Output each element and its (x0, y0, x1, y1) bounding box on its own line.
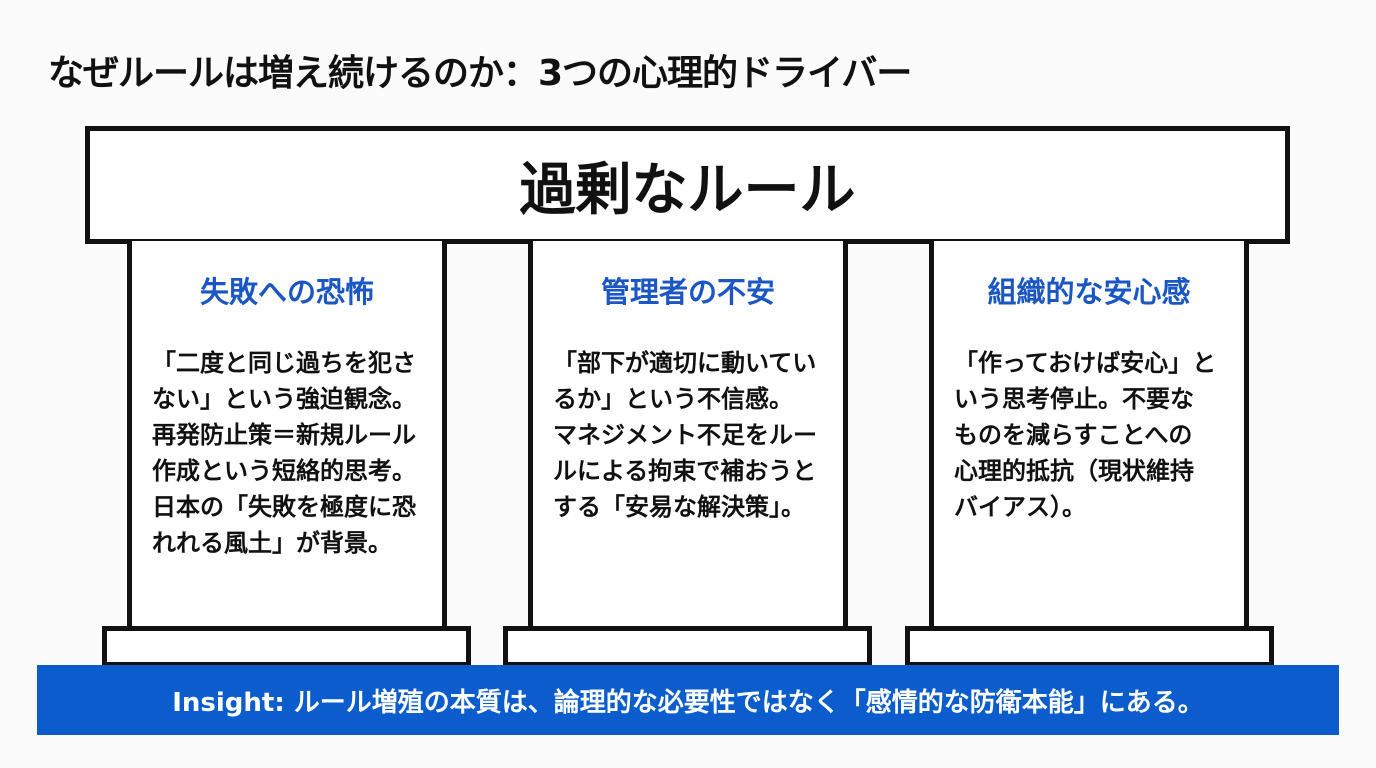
body-line: 日本の「失敗を極度に恐 (152, 493, 416, 521)
pillar-base (102, 626, 471, 667)
body-line: 再発防止策＝新規ルール (152, 421, 416, 449)
body-line: 「作っておけば安心」と (954, 349, 1217, 377)
body-line: する「安易な解決策」。 (553, 493, 805, 521)
slide-title: なぜルールは増え続けるのか：3つの心理的ドライバー (48, 53, 912, 94)
body-line: バイアス）。 (954, 493, 1086, 521)
pillar-base (905, 626, 1274, 667)
body-line: ルによる拘束で補おうと (553, 457, 817, 485)
insight-banner: Insight: ルール増殖の本質は、論理的な必要性ではなく「感情的な防衛本能」… (37, 665, 1339, 735)
body-line: ものを減らすことへの (954, 421, 1193, 449)
pillar-fear-of-failure: 失敗への恐怖 「二度と同じ過ちを犯さ ない」という強迫観念。 再発防止策＝新規ル… (127, 241, 447, 631)
pillar-body: 「部下が適切に動いてい るか」という不信感。 マネジメント不足をルー ルによる拘… (553, 345, 833, 525)
body-line: 心理的抵抗（現状維持 (954, 457, 1194, 485)
pillar-base (503, 626, 872, 667)
pillar-body: 「作っておけば安心」と いう思考停止。不要な ものを減らすことへの 心理的抵抗（… (954, 345, 1234, 525)
pillar-heading: 管理者の不安 (600, 275, 775, 309)
pillar-organizational-comfort: 組織的な安心感 「作っておけば安心」と いう思考停止。不要な ものを減らすことへ… (929, 241, 1249, 631)
body-line: マネジメント不足をルー (553, 421, 817, 449)
body-line: れれる風土」が背景。 (152, 529, 392, 557)
body-line: いう思考停止。不要な (954, 385, 1194, 413)
body-line: 「二度と同じ過ちを犯さ (152, 349, 416, 377)
body-line: ない」という強迫観念。 (152, 385, 416, 413)
body-line: 「部下が適切に動いてい (553, 349, 817, 377)
pillar-heading: 失敗への恐怖 (199, 275, 374, 309)
roof-excessive-rules: 過剰なルール (85, 126, 1290, 244)
pillar-manager-anxiety: 管理者の不安 「部下が適切に動いてい るか」という不信感。 マネジメント不足をル… (528, 241, 848, 631)
body-line: 作成という短絡的思考。 (152, 457, 416, 485)
body-line: るか」という不信感。 (553, 385, 793, 413)
pillar-body: 「二度と同じ過ちを犯さ ない」という強迫観念。 再発防止策＝新規ルール 作成とい… (152, 345, 432, 561)
pillar-heading: 組織的な安心感 (987, 275, 1191, 309)
